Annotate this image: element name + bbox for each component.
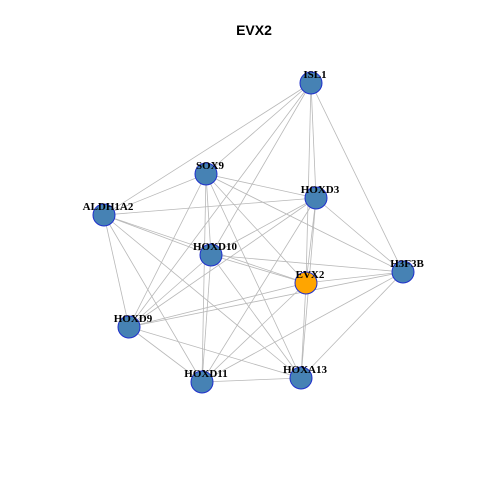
node-label: HOXD3 xyxy=(301,184,340,196)
node-label: SOX9 xyxy=(196,160,225,172)
edge-h3f3b-hoxd11 xyxy=(201,271,404,383)
node-hoxa13: HOXA13 xyxy=(283,364,328,390)
edge-sox9-h3f3b xyxy=(205,173,404,273)
edge-sox9-hoxd10 xyxy=(205,173,212,256)
edge-aldh1a2-hoxd10 xyxy=(103,214,212,256)
edge-evx2-hoxd11 xyxy=(201,282,307,383)
node-circle xyxy=(304,186,328,210)
node-circle xyxy=(194,162,218,186)
node-label: H3F3B xyxy=(390,258,424,270)
edge-sox9-hoxd3 xyxy=(205,173,317,199)
edge-layer xyxy=(103,82,404,383)
edge-sox9-hoxd11 xyxy=(201,173,207,383)
node-label: ISL1 xyxy=(303,69,326,81)
edge-evx2-hoxa13 xyxy=(300,282,307,379)
edge-isl1-sox9 xyxy=(205,82,312,175)
node-aldh1a2: ALDH1A2 xyxy=(83,201,134,227)
node-hoxd9: HOXD9 xyxy=(114,313,153,339)
node-hoxd3: HOXD3 xyxy=(301,184,340,210)
diagram-title: EVX2 xyxy=(236,22,272,38)
edge-evx2-h3f3b xyxy=(305,271,404,284)
node-circle xyxy=(294,271,318,295)
edge-hoxd3-evx2 xyxy=(305,197,317,284)
edge-hoxd3-hoxd11 xyxy=(201,197,317,383)
node-label: EVX2 xyxy=(296,269,325,281)
node-circle xyxy=(117,315,141,339)
edge-hoxd10-hoxd11 xyxy=(201,254,212,383)
node-label: HOXD9 xyxy=(114,313,153,325)
edge-isl1-hoxd10 xyxy=(210,82,312,256)
edge-hoxd3-hoxd9 xyxy=(128,197,317,328)
edge-hoxd10-evx2 xyxy=(210,254,307,284)
node-sox9: SOX9 xyxy=(194,160,225,186)
node-circle xyxy=(391,260,415,284)
edge-h3f3b-hoxd9 xyxy=(128,271,404,328)
edge-sox9-aldh1a2 xyxy=(103,173,207,216)
edge-sox9-hoxd9 xyxy=(128,173,207,328)
edge-hoxd11-hoxa13 xyxy=(201,377,302,383)
node-label: HOXD11 xyxy=(184,368,227,380)
edge-aldh1a2-hoxd9 xyxy=(103,214,130,328)
edge-hoxd9-hoxa13 xyxy=(128,326,302,379)
edge-isl1-aldh1a2 xyxy=(103,82,312,216)
edge-hoxd3-aldh1a2 xyxy=(103,197,317,216)
edge-aldh1a2-hoxa13 xyxy=(103,214,302,379)
node-h3f3b: H3F3B xyxy=(390,258,424,284)
node-circle xyxy=(199,243,223,267)
edge-isl1-h3f3b xyxy=(310,82,404,273)
edge-h3f3b-hoxa13 xyxy=(300,271,404,379)
edge-hoxd3-h3f3b xyxy=(315,197,404,273)
node-label: ALDH1A2 xyxy=(83,201,134,213)
edge-sox9-hoxa13 xyxy=(205,173,302,379)
node-evx2: EVX2 xyxy=(294,269,325,295)
edge-hoxd3-hoxd10 xyxy=(210,197,317,256)
node-circle xyxy=(299,71,323,95)
edge-hoxd10-h3f3b xyxy=(210,254,404,273)
edge-hoxd10-hoxa13 xyxy=(210,254,302,379)
edge-isl1-evx2 xyxy=(305,82,312,284)
edge-evx2-hoxd9 xyxy=(128,282,307,328)
edge-hoxd10-hoxd9 xyxy=(128,254,212,328)
node-hoxd11: HOXD11 xyxy=(184,368,228,394)
edge-hoxd9-hoxd11 xyxy=(128,326,203,383)
node-circle xyxy=(92,203,116,227)
node-circle xyxy=(289,366,313,390)
node-label: HOXD10 xyxy=(193,241,238,253)
node-isl1: ISL1 xyxy=(299,69,327,95)
edge-sox9-evx2 xyxy=(205,173,307,284)
node-hoxd10: HOXD10 xyxy=(193,241,238,267)
node-label: HOXA13 xyxy=(283,364,328,376)
edge-isl1-hoxd3 xyxy=(310,82,317,199)
node-circle xyxy=(190,370,214,394)
edge-aldh1a2-hoxd11 xyxy=(103,214,203,383)
